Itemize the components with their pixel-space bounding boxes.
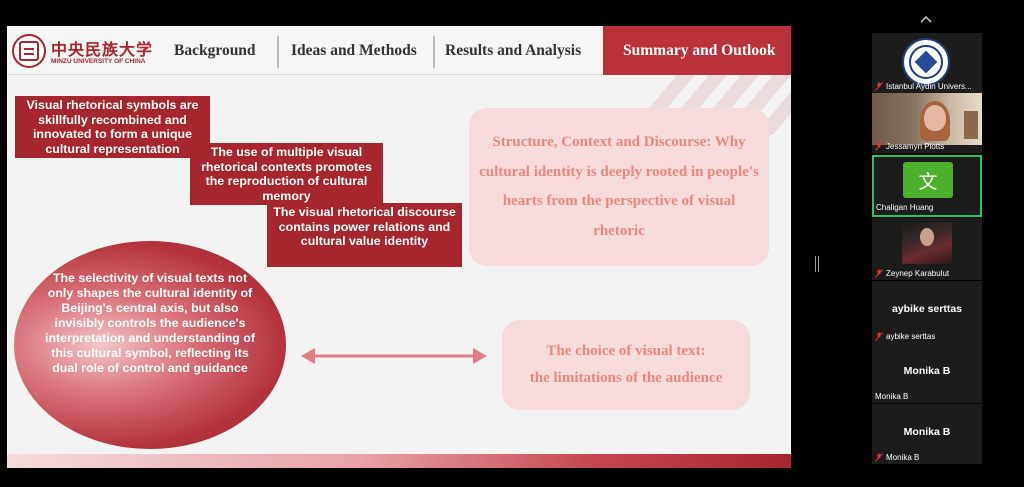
participant-avatar: 文	[903, 162, 953, 198]
tab-divider	[433, 36, 435, 68]
structure-panel-text: Structure, Context and Discourse: Why cu…	[479, 134, 759, 239]
participant-display-name: Monika B	[903, 365, 951, 377]
participant-name: Zeynep Karabulut	[886, 269, 950, 278]
tab-divider	[277, 36, 279, 68]
shared-slide: 中央民族大学 MINZU UNIVERSITY OF CHINA Backgro…	[7, 26, 791, 468]
participant-tile[interactable]: Monika B Monika B	[872, 343, 982, 403]
participant-video	[872, 93, 982, 145]
participant-name: Monika B	[886, 453, 920, 462]
point-box-recombined-symbols: Visual rhetorical symbols are skillfully…	[15, 96, 210, 158]
slide-tab-summary-outlook: Summary and Outlook	[603, 26, 791, 75]
participant-tile[interactable]: Monika B Monika B	[872, 404, 982, 464]
participant-name: aybike serttas	[886, 332, 936, 341]
panel-resize-handle[interactable]	[815, 256, 819, 272]
participant-name: Chaligan Huang	[876, 203, 934, 212]
slide-tab-background: Background	[174, 41, 256, 59]
selectivity-ellipse: The selectivity of visual texts not only…	[14, 241, 286, 449]
participant-display-name: aybike serttas	[891, 303, 963, 315]
double-arrow-icon	[301, 348, 487, 364]
mic-muted-icon	[875, 332, 883, 341]
participant-name: Istanbul Aydin Univers...	[886, 82, 972, 91]
slide-tab-results-analysis: Results and Analysis	[445, 41, 582, 59]
slide-bottom-gradient-bar	[7, 454, 791, 468]
choice-panel-line2: the limitations of the audience	[529, 370, 723, 386]
point-box-rhetorical-contexts: The use of multiple visual rhetorical co…	[190, 143, 383, 205]
chevron-up-icon[interactable]	[919, 14, 933, 24]
mic-muted-icon	[875, 82, 883, 91]
logo-chinese-name: 中央民族大学	[51, 40, 154, 59]
slide-header: 中央民族大学 MINZU UNIVERSITY OF CHINA Backgro…	[7, 26, 791, 75]
logo-english-name: MINZU UNIVERSITY OF CHINA	[51, 58, 146, 65]
participant-tile[interactable]: Zeynep Karabulut	[872, 218, 982, 280]
participant-tile[interactable]: aybike serttas aybike serttas	[872, 281, 982, 343]
slide-tab-ideas-methods: Ideas and Methods	[291, 41, 417, 59]
participant-tile[interactable]: Istanbul Aydin Univers...	[872, 33, 982, 93]
participant-name: Monika B	[875, 392, 909, 401]
participant-avatar	[902, 222, 952, 264]
mic-muted-icon	[875, 142, 883, 151]
participant-display-name: Monika B	[903, 426, 951, 438]
mic-muted-icon	[875, 269, 883, 278]
participant-tile[interactable]: Jessamyn Plotts	[872, 93, 982, 153]
structure-context-discourse-panel: Structure, Context and Discourse: Why cu…	[469, 108, 769, 266]
participant-name: Jessamyn Plotts	[886, 142, 945, 151]
participant-tile-active-speaker[interactable]: 文 Chaligan Huang	[872, 155, 982, 217]
istanbul-aydin-university-logo	[902, 38, 950, 86]
point-box-rhetorical-discourse: The visual rhetorical discourse contains…	[267, 203, 462, 267]
choice-panel-line1: The choice of visual text:	[546, 343, 706, 359]
choice-visual-text-panel: The choice of visual text: the limitatio…	[502, 320, 750, 410]
university-seal-logo	[12, 34, 46, 68]
mic-muted-icon	[875, 453, 883, 462]
